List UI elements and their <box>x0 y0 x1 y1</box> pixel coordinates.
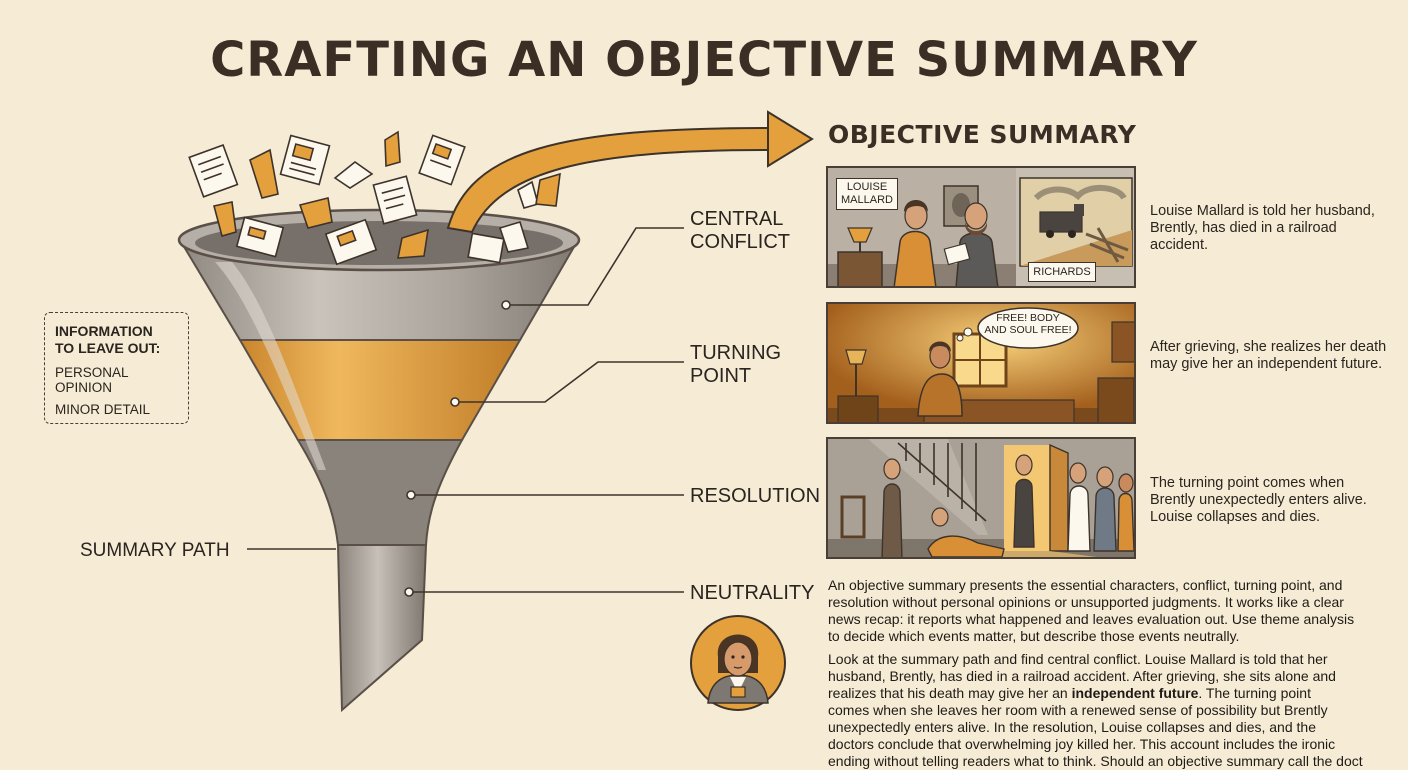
paragraph-line: husband, Brently, has died in a railroad… <box>828 668 1336 684</box>
summary-paragraph-definition: An objective summary presents the essent… <box>828 577 1388 645</box>
paragraph-line: An objective summary presents the essent… <box>828 577 1343 593</box>
tag-richards: RICHARDS <box>1028 262 1096 282</box>
reporter-avatar <box>690 615 786 711</box>
caption-resolution: The turning point comes when Brently une… <box>1150 475 1367 525</box>
paragraph-text: realizes that his death may give her an <box>828 685 1072 701</box>
paragraph-line: doctors conclude that overwhelming joy k… <box>828 736 1336 752</box>
paragraph-line: ending without telling readers what to t… <box>828 753 1363 769</box>
paragraph-line: comes when she leaves her room with a re… <box>828 702 1328 718</box>
summary-path-label: SUMMARY PATH <box>80 540 230 561</box>
paragraph-line: news recap: it reports what happened and… <box>828 611 1355 627</box>
paragraph-text: . The turning point <box>1198 685 1311 701</box>
funnel-band-turning-point <box>238 339 522 441</box>
paragraph-line: realizes that his death may give her an … <box>828 685 1388 702</box>
paragraph-line: Look at the summary path and find centra… <box>828 651 1328 667</box>
stage-label-central-conflict: CENTRAL CONFLICT <box>690 208 790 253</box>
leave-out-item: PERSONAL OPINION <box>55 365 129 395</box>
panel-central-conflict: LOUISE MALLARD RICHARDS <box>826 166 1136 288</box>
paragraph-line: resolution without personal opinions or … <box>828 594 1344 610</box>
thought-bubble-text: FREE! BODY AND SOUL FREE! <box>984 312 1072 336</box>
leave-out-box: INFORMATION TO LEAVE OUT: PERSONAL OPINI… <box>44 312 189 424</box>
caption-turning-point: After grieving, she realizes her death m… <box>1150 339 1387 372</box>
summary-heading: OBJECTIVE SUMMARY <box>828 120 1137 149</box>
paragraph-line: to decide which events matter, but descr… <box>828 628 1240 644</box>
stage-label-neutrality: NEUTRALITY <box>690 582 815 604</box>
panel-resolution <box>826 437 1136 559</box>
summary-paragraph-example: Look at the summary path and find centra… <box>828 651 1388 770</box>
panel-turning-point: FREE! BODY AND SOUL FREE! <box>826 302 1136 424</box>
leave-out-title: INFORMATION TO LEAVE OUT: <box>55 323 161 356</box>
emphasis-independent-future: independent future <box>1071 685 1199 701</box>
leave-out-item: MINOR DETAIL <box>55 402 151 417</box>
stage-label-turning-point: TURNING POINT <box>690 342 782 387</box>
tag-louise-mallard: LOUISE MALLARD <box>836 178 898 210</box>
stage-label-resolution: RESOLUTION <box>690 485 821 507</box>
funnel-illustration <box>177 110 814 713</box>
caption-central-conflict: Louise Mallard is told her husband, Bren… <box>1150 203 1375 253</box>
page-title: CRAFTING AN OBJECTIVE SUMMARY <box>210 32 1198 88</box>
paragraph-line: unexpectedly enters alive. In the resolu… <box>828 719 1316 735</box>
